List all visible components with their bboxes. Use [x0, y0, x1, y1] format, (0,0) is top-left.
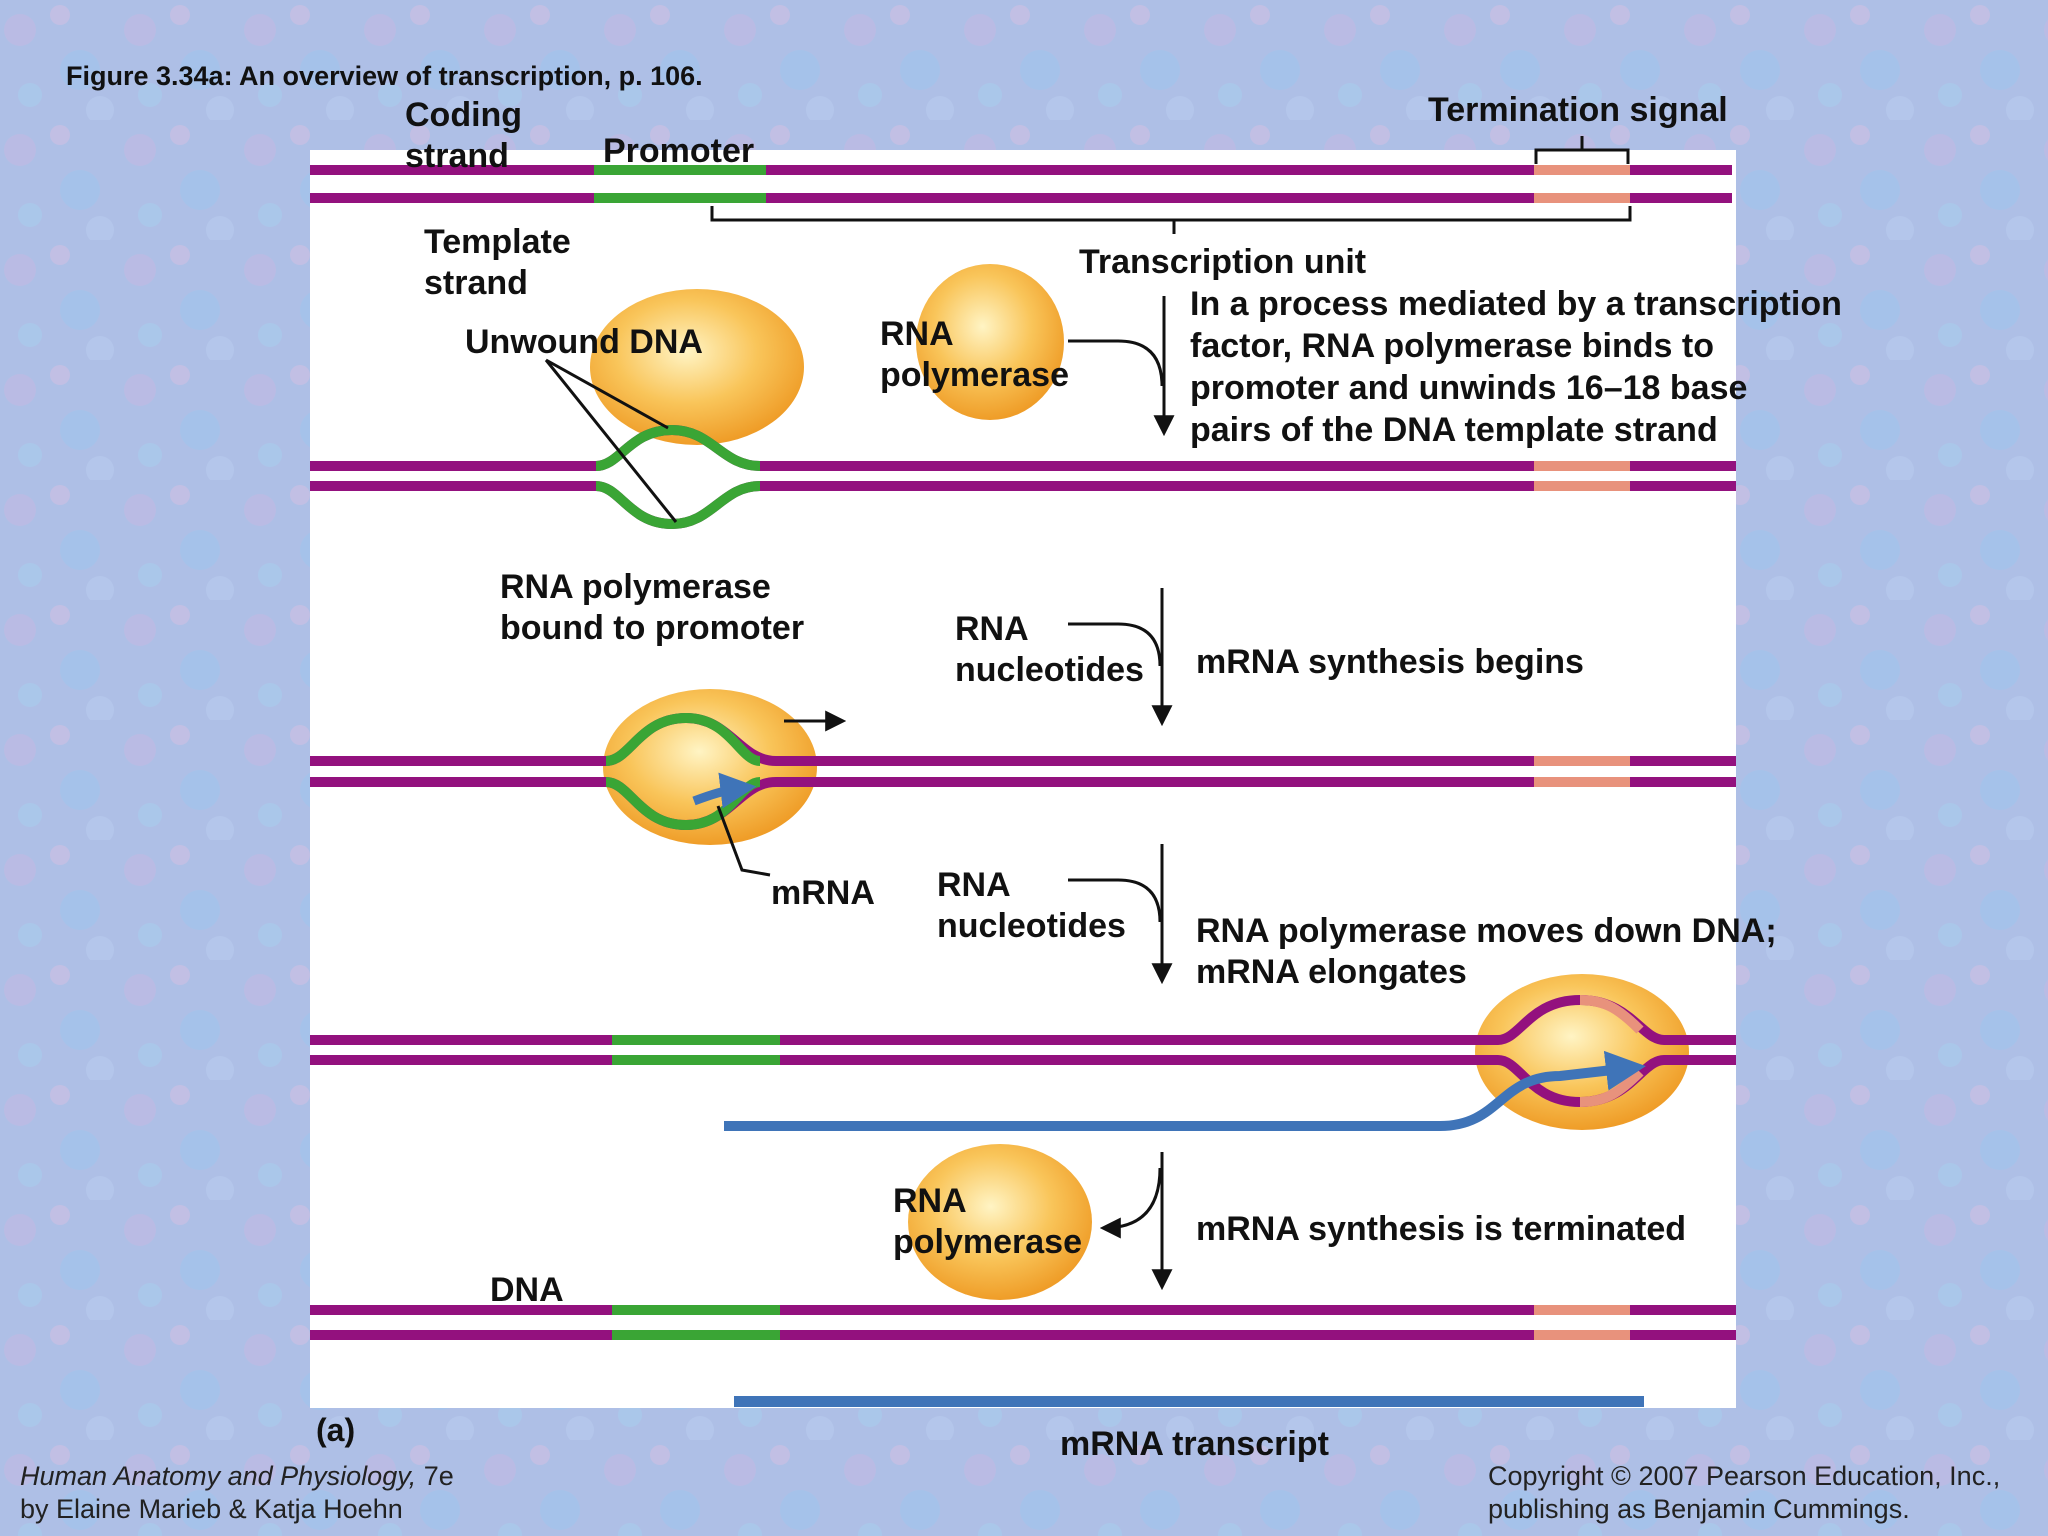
publisher-line: publishing as Benjamin Cummings.	[1488, 1494, 1910, 1524]
dna-synthesis-begins	[310, 689, 1736, 877]
step-1-line-3: promoter and unwinds 16–18 base	[1190, 369, 1748, 407]
rna-nucleotides-2-line-2: nucleotides	[937, 906, 1126, 945]
rna-nucleotides-1-line-2: nucleotides	[955, 650, 1144, 689]
polymerase-bound-line-2: bound to promoter	[500, 608, 805, 647]
copyright-notice: Copyright © 2007 Pearson Education, Inc.…	[1488, 1460, 2000, 1526]
book-authors: by Elaine Marieb & Katja Hoehn	[20, 1494, 403, 1524]
book-title: Human Anatomy and Physiology,	[20, 1461, 417, 1491]
termination-signal-label: Termination signal	[1428, 91, 1728, 129]
rna-polymerase-released	[908, 1144, 1092, 1300]
book-edition: 7e	[416, 1461, 454, 1491]
rna-polymerase-bottom-line-2: polymerase	[893, 1222, 1082, 1261]
step-1-line-4: pairs of the DNA template strand	[1190, 411, 1718, 449]
step-1-line-2: factor, RNA polymerase binds to	[1190, 327, 1714, 365]
rna-nucleotides-label-1: RNA nucleotides	[955, 609, 1144, 691]
unwound-dna-label: Unwound DNA	[465, 323, 703, 361]
dna-overview	[310, 136, 1732, 234]
book-citation: Human Anatomy and Physiology, 7e by Elai…	[20, 1460, 454, 1526]
dna-label: DNA	[490, 1271, 564, 1309]
polymerase-bound-line-1: RNA polymerase	[500, 568, 771, 606]
rna-nucleotides-1-line-1: RNA	[955, 610, 1029, 648]
polymerase-bound-label: RNA polymerase bound to promoter	[500, 567, 804, 649]
rna-polymerase-top-line-2: polymerase	[880, 355, 1069, 394]
dna-final	[310, 1305, 1736, 1340]
copyright-line: Copyright © 2007 Pearson Education, Inc.…	[1488, 1461, 2001, 1491]
template-strand-line-2: strand	[424, 263, 528, 302]
rna-polymerase-bound	[590, 289, 804, 445]
step-1-text: In a process mediated by a transcription…	[1190, 283, 1842, 451]
rna-polymerase-label-bottom: RNA polymerase	[893, 1181, 1082, 1263]
rna-polymerase-label-top: RNA polymerase	[880, 314, 1069, 396]
step-arrows	[1068, 296, 1175, 1291]
step-2-text: mRNA synthesis begins	[1196, 643, 1584, 681]
transcription-unit-label: Transcription unit	[1079, 243, 1367, 281]
template-strand-line-1: Template	[424, 223, 571, 261]
mrna-label: mRNA	[771, 874, 875, 912]
rna-polymerase-free-top	[916, 264, 1064, 420]
template-strand-label: Template strand	[424, 222, 571, 304]
rna-polymerase-elongating	[1475, 974, 1689, 1130]
figure-title: Figure 3.34a: An overview of transcripti…	[66, 61, 703, 91]
coding-strand-line-1: Coding	[405, 96, 523, 134]
rna-polymerase-top-line-1: RNA	[880, 315, 954, 353]
dna-polymerase-bound	[310, 289, 1736, 530]
promoter-label: Promoter	[603, 132, 755, 170]
dna-elongation	[310, 974, 1736, 1131]
step-3-line-2: mRNA elongates	[1196, 952, 1467, 991]
rna-nucleotides-label-2: RNA nucleotides	[937, 865, 1126, 947]
panel-label: (a)	[316, 1412, 356, 1448]
step-3-line-1: RNA polymerase moves down DNA;	[1196, 912, 1777, 950]
rna-nucleotides-2-line-1: RNA	[937, 866, 1011, 904]
book-title-line: Human Anatomy and Physiology, 7e	[20, 1460, 454, 1493]
rna-polymerase-bottom-line-1: RNA	[893, 1182, 967, 1220]
mrna-transcript	[734, 1396, 1644, 1407]
step-4-text: mRNA synthesis is terminated	[1196, 1210, 1686, 1248]
coding-strand-label: Coding strand	[405, 95, 522, 177]
mrna-transcript-label: mRNA transcript	[1060, 1425, 1329, 1463]
coding-strand-line-2: strand	[405, 136, 509, 175]
step-3-text: RNA polymerase moves down DNA; mRNA elon…	[1196, 911, 1777, 993]
step-1-line-1: In a process mediated by a transcription	[1190, 285, 1842, 323]
